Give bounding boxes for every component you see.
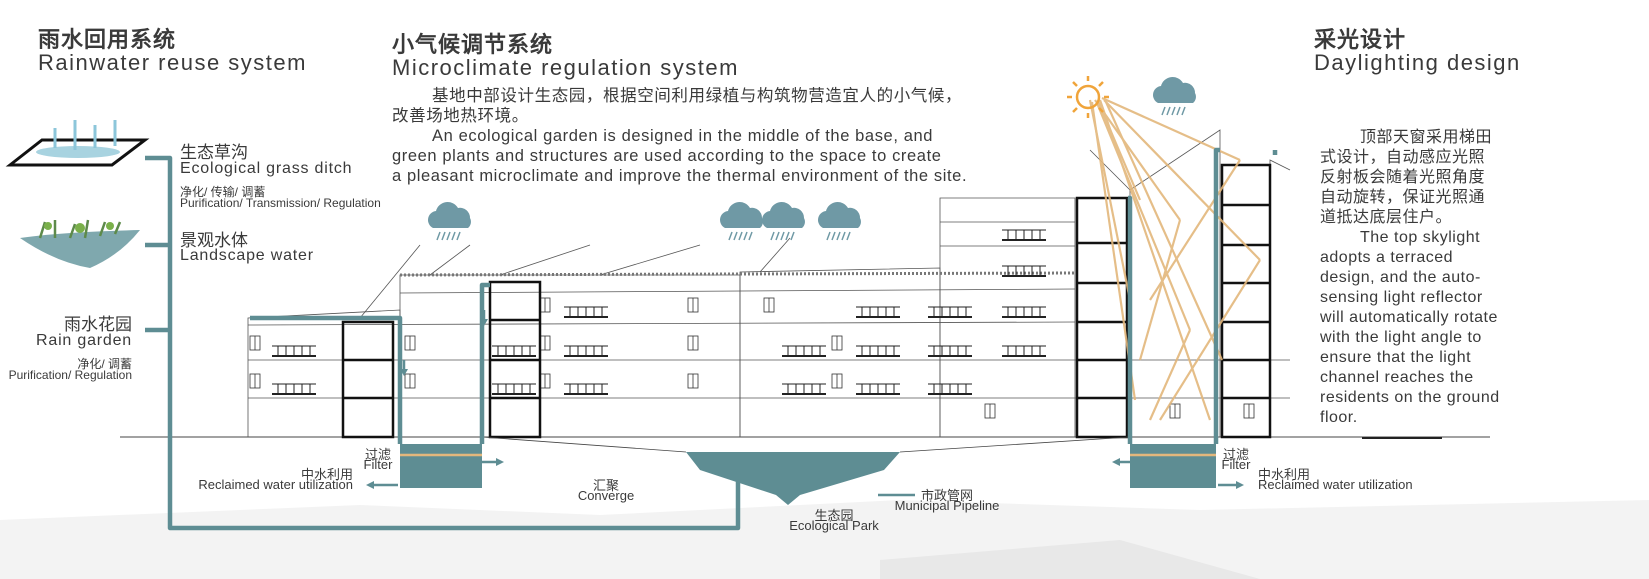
- reclaimed-right-en: Reclaimed water utilization: [1258, 477, 1413, 492]
- daylighting-desc-en-line: ensure that the light: [1320, 349, 1472, 366]
- municipal-pipeline-label-en: Municipal Pipeline: [894, 498, 1000, 513]
- daylighting-desc-cn-line: 顶部天窗采用梯田: [1360, 129, 1493, 146]
- microclimate-desc-en-1: An ecological garden is designed in the …: [432, 127, 934, 145]
- rain-cloud-icon: [817, 201, 862, 241]
- daylighting-desc-en-line: adopts a terraced: [1320, 249, 1454, 266]
- daylighting-desc-en-line: The top skylight: [1360, 229, 1481, 246]
- daylighting-desc-cn-line: 式设计，自动感应光照: [1320, 149, 1486, 166]
- ecological-park-label-en: Ecological Park: [789, 518, 879, 533]
- filter-label-left-en: Filter: [363, 457, 393, 472]
- rain-garden-sub-cn: 净化/ 调蓄: [77, 357, 132, 371]
- grass-ditch-sub-en: Purification/ Transmission/ Regulation: [180, 196, 381, 210]
- microclimate-description: 基地中部设计生态园，根据空间利用绿植与构筑物营造宜人的小气候， 改善场地热环境。…: [392, 86, 1052, 186]
- rain-cloud-icon: [427, 201, 472, 241]
- daylighting-desc-en-line: floor.: [1320, 409, 1358, 426]
- divider: [1362, 437, 1442, 439]
- daylighting-description: 顶部天窗采用梯田 式设计，自动感应光照 反射板会随着光照角度 自动旋转，保证光照…: [1320, 128, 1535, 428]
- filter-label-left-cn: 过滤: [364, 447, 391, 462]
- daylighting-title-en: Daylighting design: [1314, 50, 1521, 75]
- daylighting-title-cn: 采光设计: [1314, 27, 1407, 52]
- microclimate-desc-en-2: green plants and structures are used acc…: [392, 147, 942, 165]
- rain-cloud-icon: [719, 201, 764, 241]
- microclimate-desc-en-3: a pleasant microclimate and improve the …: [392, 167, 968, 185]
- daylighting-desc-en-line: will automatically rotate: [1320, 309, 1498, 326]
- filter-label-right-en: Filter: [1221, 457, 1251, 472]
- microclimate-title-en: Microclimate regulation system: [392, 55, 739, 80]
- reclaimed-left-en: Reclaimed water utilization: [198, 477, 353, 492]
- daylighting-desc-cn-line: 反射板会随着光照角度: [1320, 169, 1486, 186]
- landscape-water-label-cn: 景观水体: [180, 231, 248, 250]
- rain-garden-sub-en: Purification/ Regulation: [8, 368, 132, 382]
- daylighting-desc-en-line: with the light angle to: [1320, 329, 1482, 346]
- landscape-water-label-en: Landscape water: [180, 247, 314, 264]
- converge-label-en: Converge: [577, 488, 635, 503]
- microclimate-desc-cn-1: 基地中部设计生态园，根据空间利用绿植与构筑物营造宜人的小气候，: [432, 87, 963, 105]
- rain-garden-label-cn: 雨水花园: [64, 315, 132, 334]
- microclimate-desc-cn-2: 改善场地热环境。: [392, 107, 529, 125]
- daylighting-desc-cn-line: 道抵达底层住户。: [1320, 209, 1453, 226]
- rain-garden-label-en: Rain garden: [36, 332, 132, 349]
- daylighting-desc-cn-line: 自动旋转，保证光照通: [1320, 189, 1486, 206]
- grass-ditch-sub-cn: 净化/ 传输/ 调蓄: [180, 185, 266, 199]
- daylighting-desc-en-line: design, and the auto-: [1320, 269, 1481, 286]
- daylighting-desc-en-line: sensing light reflector: [1320, 289, 1483, 306]
- grass-ditch-label-en: Ecological grass ditch: [180, 160, 353, 177]
- rainwater-title-en: Rainwater reuse system: [38, 50, 307, 75]
- microclimate-title-cn: 小气候调节系统: [392, 32, 554, 57]
- daylighting-desc-en-line: residents on the ground: [1320, 389, 1500, 406]
- reclaimed-right-cn: 中水利用: [1258, 467, 1311, 482]
- grass-ditch-label-cn: 生态草沟: [180, 143, 248, 162]
- municipal-pipeline-label-cn: 市政管网: [920, 488, 973, 503]
- rainwater-title-cn: 雨水回用系统: [38, 27, 177, 52]
- landscape-water-icon: [20, 219, 140, 268]
- ecological-park-label-cn: 生态园: [814, 508, 854, 523]
- rain-cloud-icon: [761, 201, 806, 241]
- rain-cloud-icon: [1152, 76, 1197, 116]
- daylighting-desc-en-line: channel reaches the: [1320, 369, 1474, 386]
- converge-label-cn: 汇聚: [592, 478, 619, 493]
- filter-label-right-cn: 过滤: [1222, 447, 1249, 462]
- reclaimed-left-cn: 中水利用: [300, 467, 353, 482]
- grass-ditch-icon: [5, 120, 150, 167]
- sun-icon: [1067, 76, 1109, 118]
